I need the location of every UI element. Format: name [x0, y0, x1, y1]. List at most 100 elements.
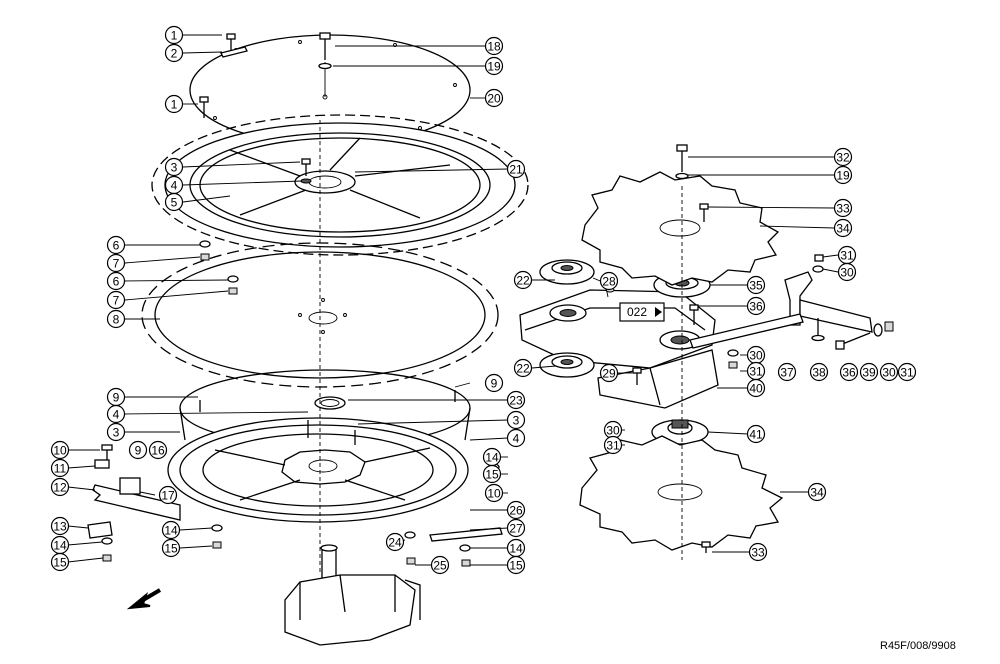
callout-number: 35: [749, 279, 763, 293]
callout-number: 1: [171, 98, 178, 112]
top-bolts: [199, 32, 332, 118]
callout-bubble: [50, 552, 70, 572]
callout-9: 9: [106, 387, 126, 407]
callout-number: 7: [113, 257, 120, 271]
callout-bubble: [50, 458, 70, 478]
callout-number: 3: [513, 414, 520, 428]
callout-bubble: [807, 482, 827, 502]
callout-number: 33: [751, 546, 765, 560]
bracket-arm: [689, 254, 894, 350]
callout-bubble: [506, 518, 526, 538]
callout-number: 9: [135, 444, 142, 458]
callout-bubble: [484, 483, 504, 503]
callout-number: 31: [840, 249, 854, 263]
section-reference-label: 022: [627, 305, 647, 319]
callout-40: 40: [746, 378, 766, 398]
callout-bubble: [164, 43, 184, 63]
callout-bubble: [106, 253, 126, 273]
callout-number: 4: [171, 179, 178, 193]
upper-star-blade: [581, 171, 780, 286]
callout-31: 31: [897, 362, 917, 382]
callout-bubble: [482, 464, 502, 484]
callout-19: 19: [833, 165, 853, 185]
callout-bubble: [833, 218, 853, 238]
callout-number: 36: [749, 300, 763, 314]
callout-bubble: [164, 192, 184, 212]
callout-number: 31: [749, 365, 763, 379]
callout-30: 30: [746, 345, 766, 365]
callout-number: 10: [487, 487, 501, 501]
callout-number: 4: [113, 408, 120, 422]
callout-bubble: [148, 440, 168, 460]
callout-bubble: [506, 428, 526, 448]
callout-number: 22: [516, 274, 530, 288]
callout-number: 24: [388, 536, 402, 550]
callout-30: 30: [837, 262, 857, 282]
callout-number: 14: [485, 451, 499, 465]
callout-34: 34: [807, 482, 827, 502]
callout-number: 37: [780, 366, 794, 380]
callout-30: 30: [879, 362, 899, 382]
callout-number: 8: [113, 313, 120, 327]
callout-number: 4: [513, 432, 520, 446]
callout-number: 16: [151, 444, 165, 458]
callout-37: 37: [777, 362, 797, 382]
callout-bubble: [603, 435, 623, 455]
callout-2: 2: [164, 43, 184, 63]
callout-15: 15: [50, 552, 70, 572]
callout-number: 1: [171, 29, 178, 43]
callout-bubble: [809, 362, 829, 382]
callout-number: 30: [840, 266, 854, 280]
callout-13: 13: [50, 516, 70, 536]
callout-number: 14: [53, 539, 67, 553]
callout-bubble: [859, 362, 879, 382]
callout-3: 3: [506, 410, 526, 430]
callout-number: 19: [836, 169, 850, 183]
callout-number: 27: [509, 522, 523, 536]
callout-14: 14: [161, 520, 181, 540]
callout-32: 32: [833, 147, 853, 167]
callout-15: 15: [161, 538, 181, 558]
callout-number: 14: [509, 542, 523, 556]
callout-29: 29: [599, 363, 619, 383]
callout-16: 16: [148, 440, 168, 460]
callout-number: 21: [509, 163, 523, 177]
callout-15: 15: [506, 555, 526, 575]
callout-bubble: [746, 275, 766, 295]
callout-bubble: [50, 477, 70, 497]
callout-31: 31: [603, 435, 623, 455]
callout-bubble: [506, 410, 526, 430]
callout-bubble: [106, 271, 126, 291]
callout-number: 15: [164, 542, 178, 556]
callout-24: 24: [385, 532, 405, 552]
callout-number: 31: [606, 439, 620, 453]
callout-35: 35: [746, 275, 766, 295]
callout-36: 36: [746, 296, 766, 316]
callout-18: 18: [484, 36, 504, 56]
callout-bubble: [748, 542, 768, 562]
callout-bubble: [484, 88, 504, 108]
callout-number: 10: [53, 444, 67, 458]
callout-number: 31: [900, 366, 914, 380]
callout-bubble: [746, 296, 766, 316]
drawing-reference-code: R45F/008/9908: [880, 640, 956, 652]
callout-number: 41: [749, 428, 763, 442]
callout-number: 28: [602, 275, 616, 289]
callout-bubble: [106, 235, 126, 255]
callout-bubble: [833, 147, 853, 167]
callout-7: 7: [106, 253, 126, 273]
callout-bubble: [839, 362, 859, 382]
callout-number: 14: [164, 524, 178, 538]
callout-bubble: [506, 159, 526, 179]
callout-31: 31: [837, 245, 857, 265]
callout-number: 40: [749, 382, 763, 396]
callout-bubble: [106, 309, 126, 329]
callout-number: 19: [487, 60, 501, 74]
callout-6: 6: [106, 235, 126, 255]
callout-bubble: [506, 555, 526, 575]
callout-bubble: [777, 362, 797, 382]
callout-bubble: [50, 440, 70, 460]
callout-41: 41: [746, 424, 766, 444]
callout-9: 9: [484, 373, 504, 393]
